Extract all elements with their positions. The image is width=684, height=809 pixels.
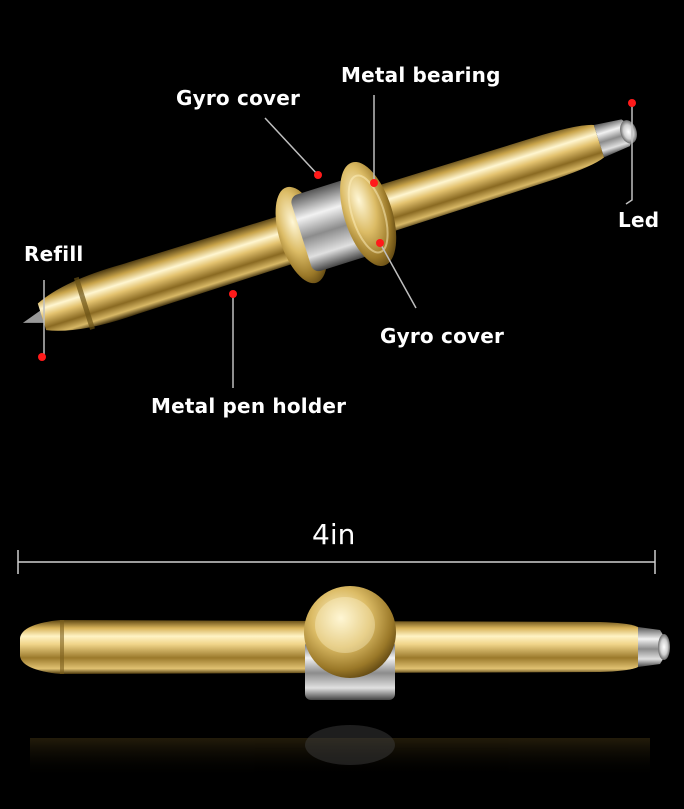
marker-metal-bearing <box>370 179 378 187</box>
leader-gyro-cover-bottom <box>379 242 417 309</box>
gyro-disc-horizontal <box>304 586 396 678</box>
bottom-pen <box>20 586 670 700</box>
label-metal-bearing: Metal bearing <box>341 63 501 87</box>
dimension-line <box>17 550 656 574</box>
label-metal-pen-holder: Metal pen holder <box>151 394 347 418</box>
marker-led <box>628 99 636 107</box>
led-cap-horizontal <box>638 627 666 667</box>
dimension-length-label: 4in <box>312 518 356 551</box>
top-pen <box>22 119 637 331</box>
label-gyro-cover-bottom: Gyro cover <box>380 324 505 348</box>
marker-dots <box>38 99 636 361</box>
label-gyro-cover-top: Gyro cover <box>176 86 301 110</box>
marker-refill <box>38 353 46 361</box>
marker-pen-holder <box>229 290 237 298</box>
marker-gyro-cover-top <box>314 171 322 179</box>
leader-led <box>625 103 633 205</box>
label-refill: Refill <box>24 242 84 266</box>
leader-lines <box>43 95 633 388</box>
leader-gyro-cover-top <box>264 117 319 176</box>
marker-gyro-cover-bottom <box>376 239 384 247</box>
pen-reflection <box>30 725 650 778</box>
refill-tip <box>22 309 46 323</box>
label-led: Led <box>618 208 660 232</box>
